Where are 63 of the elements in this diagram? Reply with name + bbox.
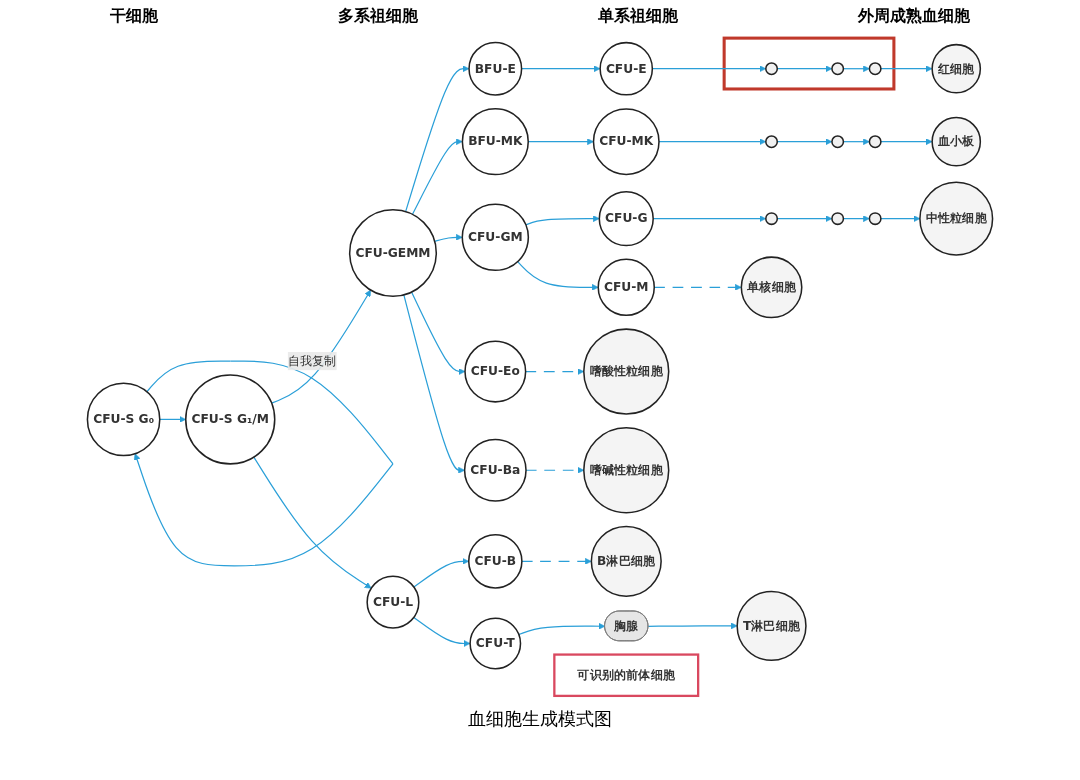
node-circle xyxy=(831,212,845,226)
arrow xyxy=(411,138,463,215)
node-circle: CFU-Ba xyxy=(463,438,527,502)
node-circle: CFU-Eo xyxy=(464,340,527,403)
column-heading: 多系祖细胞 xyxy=(338,6,418,27)
node-box: 可识别的前体细胞 xyxy=(553,653,700,698)
node-circle: 红细胞 xyxy=(931,43,982,94)
node-circle: CFU-GEMM xyxy=(348,208,438,298)
node-circle: 中性粒细胞 xyxy=(919,181,994,256)
arrow xyxy=(880,138,933,146)
arrow xyxy=(405,65,470,213)
node-circle: CFU-MK xyxy=(592,108,660,176)
arrow xyxy=(413,616,471,647)
node-circle xyxy=(831,62,845,76)
node-circle: 单核细胞 xyxy=(740,256,803,319)
arrow xyxy=(776,215,833,222)
arrow xyxy=(521,558,592,565)
arrow xyxy=(434,233,463,242)
arrow xyxy=(842,215,870,222)
node-circle: CFU-G xyxy=(598,190,654,247)
column-heading: 干细胞 xyxy=(110,6,158,27)
edge-label: 自我复制 xyxy=(287,353,337,368)
arrow xyxy=(842,65,870,73)
arrow xyxy=(518,622,606,636)
node-circle xyxy=(765,135,779,149)
node-circle: T淋巴细胞 xyxy=(736,590,807,662)
node-circle: 嗜酸性粒细胞 xyxy=(583,328,670,415)
node-circle: CFU-M xyxy=(597,258,656,317)
node-circle xyxy=(765,62,779,76)
arrow xyxy=(410,291,466,375)
node-circle xyxy=(868,62,882,76)
arrow xyxy=(403,294,465,474)
node-circle xyxy=(868,212,882,226)
node-circle: CFU-S G₀ xyxy=(86,382,161,457)
node-circle: 血小板 xyxy=(931,116,982,167)
arrow xyxy=(658,138,767,146)
column-heading: 单系祖细胞 xyxy=(598,6,678,27)
arrow xyxy=(776,65,833,73)
node-circle: CFU-L xyxy=(366,575,420,629)
arrow xyxy=(842,138,870,146)
arrow xyxy=(647,622,738,630)
arrow xyxy=(880,215,921,222)
node-circle: CFU-T xyxy=(469,617,522,670)
node-circle xyxy=(765,212,779,226)
node-circle: B淋巴细胞 xyxy=(590,525,662,597)
node-circle: CFU-B xyxy=(467,534,523,589)
arrow xyxy=(776,138,833,146)
node-circle: CFU-S G₁/M xyxy=(185,374,276,465)
arrow xyxy=(133,360,394,567)
arrow xyxy=(517,261,599,291)
node-circle: BFU-MK xyxy=(461,108,529,176)
node-circle xyxy=(868,135,882,149)
node-circle: 嗜碱性粒细胞 xyxy=(583,427,670,514)
node-circle: BFU-E xyxy=(468,41,523,96)
arrow xyxy=(525,215,600,226)
node-circle: CFU-GM xyxy=(461,203,530,272)
cluster xyxy=(722,36,896,91)
caption: 血细胞生成模式图 xyxy=(467,707,613,731)
arrow xyxy=(880,65,933,73)
arrow xyxy=(253,456,372,589)
node-circle: CFU-E xyxy=(599,41,654,96)
node-circle xyxy=(831,135,845,149)
column-heading: 外周成熟血细胞 xyxy=(858,6,970,27)
